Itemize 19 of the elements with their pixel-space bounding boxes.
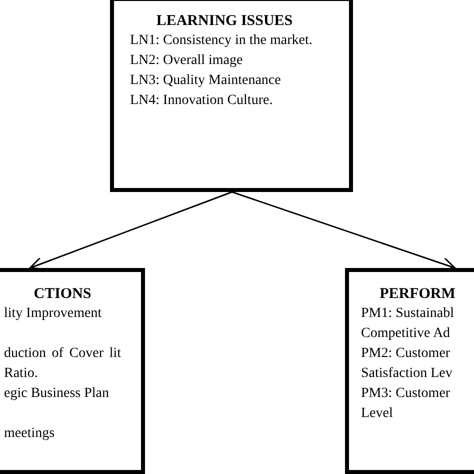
- box-text: duction of Cover lit Ratio.: [4, 345, 121, 383]
- box-text: meetings: [4, 425, 56, 443]
- text-box: [0, 268, 145, 474]
- box-text: lity Improvement: [4, 305, 103, 323]
- box-text: PM2: Customer Satisfaction Lev: [361, 345, 454, 383]
- box-text: LN1: Consistency in the market.: [130, 32, 314, 50]
- box-heading: LEARNING ISSUES: [155, 12, 294, 31]
- arrow: [232, 191, 456, 270]
- box-text: PM1: Sustainabl Competitive Ad: [361, 305, 455, 343]
- box-text: LN3: Quality Maintenance: [130, 72, 282, 90]
- arrow: [29, 191, 232, 270]
- box-text: LN4: Innovation Culture.: [130, 92, 274, 110]
- box-text: egic Business Plan: [4, 385, 110, 403]
- text-box: [345, 268, 474, 474]
- box-text: LN2: Overall image: [130, 52, 244, 70]
- box-text: PM3: Customer Level: [361, 385, 452, 423]
- text-box: [110, 0, 353, 192]
- box-heading: CTIONS: [32, 285, 92, 304]
- box-heading: PERFORM: [378, 285, 456, 304]
